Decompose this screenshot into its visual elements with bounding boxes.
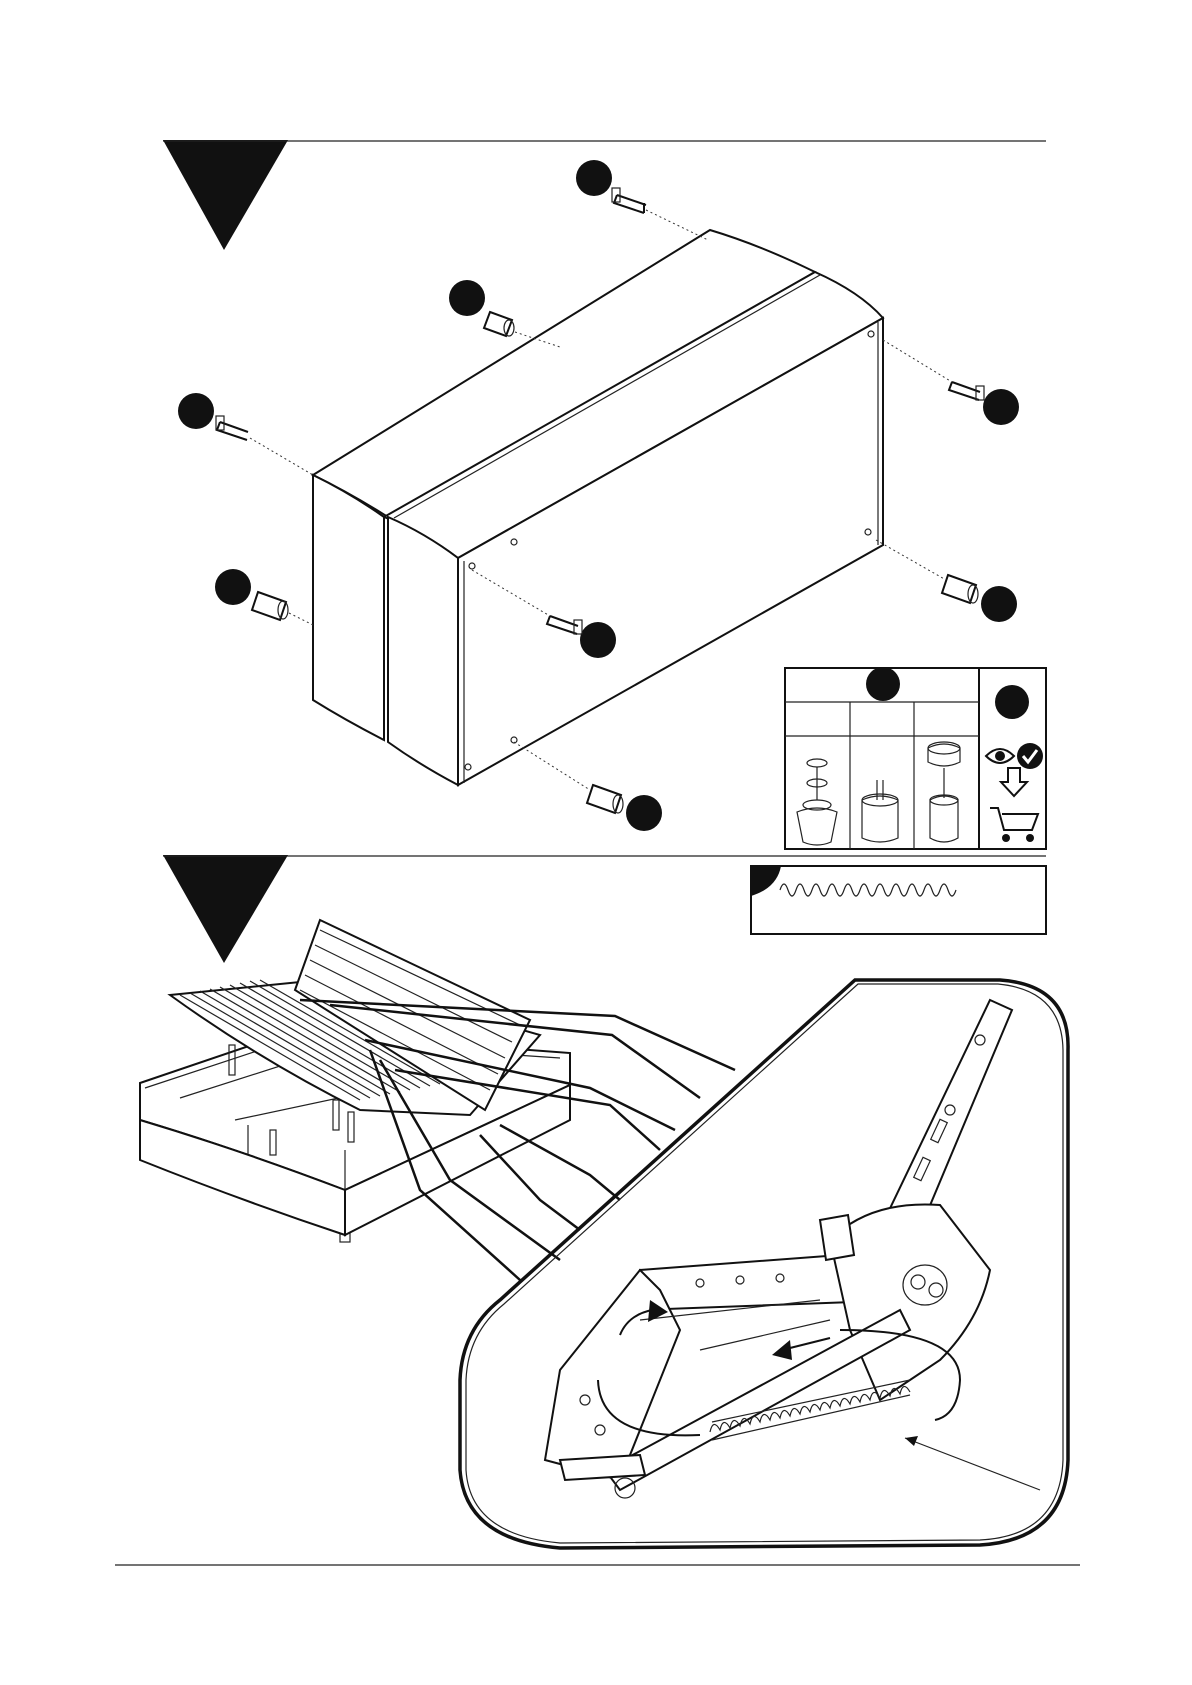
lift-mechanism [545,1000,1012,1498]
fastener-foot-right [876,540,1017,622]
legend-tool-marker [995,685,1029,719]
legend-part-marker [866,667,900,701]
part-marker [178,393,214,429]
step-1 [163,140,1046,849]
step-2-marker [163,855,288,963]
fastener-foot-left [215,569,313,625]
part-marker [626,795,662,831]
part-marker [215,569,251,605]
fastener-screw-right [883,340,1019,425]
part-marker [580,622,616,658]
part-marker [449,280,485,316]
step-2 [140,855,1068,1548]
part-marker [981,586,1017,622]
bed-frame-illustration [140,920,735,1280]
spring-leader [905,1438,1040,1490]
part-marker [983,389,1019,425]
parts-legend [785,667,1046,849]
step-1-marker [163,140,288,250]
part-marker [576,160,612,196]
gas-spring-part-box [751,866,1046,934]
check-icon [1017,743,1043,769]
fastener-foot-front [514,742,662,831]
fastener-screw-left [178,393,313,475]
fastener-screw-top [576,160,708,240]
